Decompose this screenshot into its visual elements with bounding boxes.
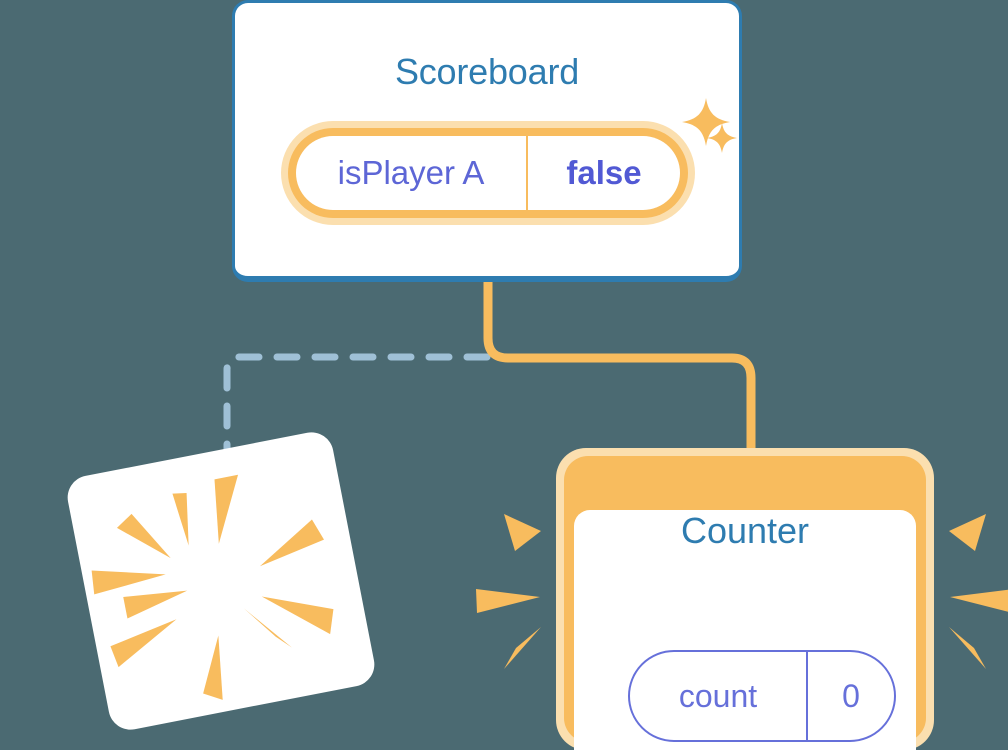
burst-rays-left [476,514,541,669]
prop-key-isplayer-a: isPlayer A [296,136,528,210]
solid-connector-path [483,282,756,462]
scoreboard-card[interactable]: Scoreboard isPlayer A false [232,0,742,282]
state-value-0: 0 [842,677,860,714]
counter-title: Counter [680,510,810,551]
prop-pill-body: isPlayer A false [296,136,680,210]
dashed-connector-path [223,353,491,474]
counter-state-pill[interactable]: count 0 [628,650,896,742]
tilted-blank-card[interactable] [63,428,379,734]
prop-pill-highlight-ring: isPlayer A false [288,128,688,218]
prop-value-false: false [566,154,642,191]
blank-card-burst-rays [91,474,334,700]
scoreboard-prop-pill[interactable]: isPlayer A false [281,121,695,225]
sparkle-large-icon [682,98,730,146]
burst-rays-right [949,514,1008,669]
counter-card[interactable]: Counter count 0 [556,448,934,750]
counter-highlight-ring: Counter count 0 [564,456,926,750]
scoreboard-title: Scoreboard [394,51,580,92]
counter-card-body: Counter count 0 [574,510,916,750]
state-key-count: count [630,652,808,740]
sparkle-small-icon [707,123,737,153]
